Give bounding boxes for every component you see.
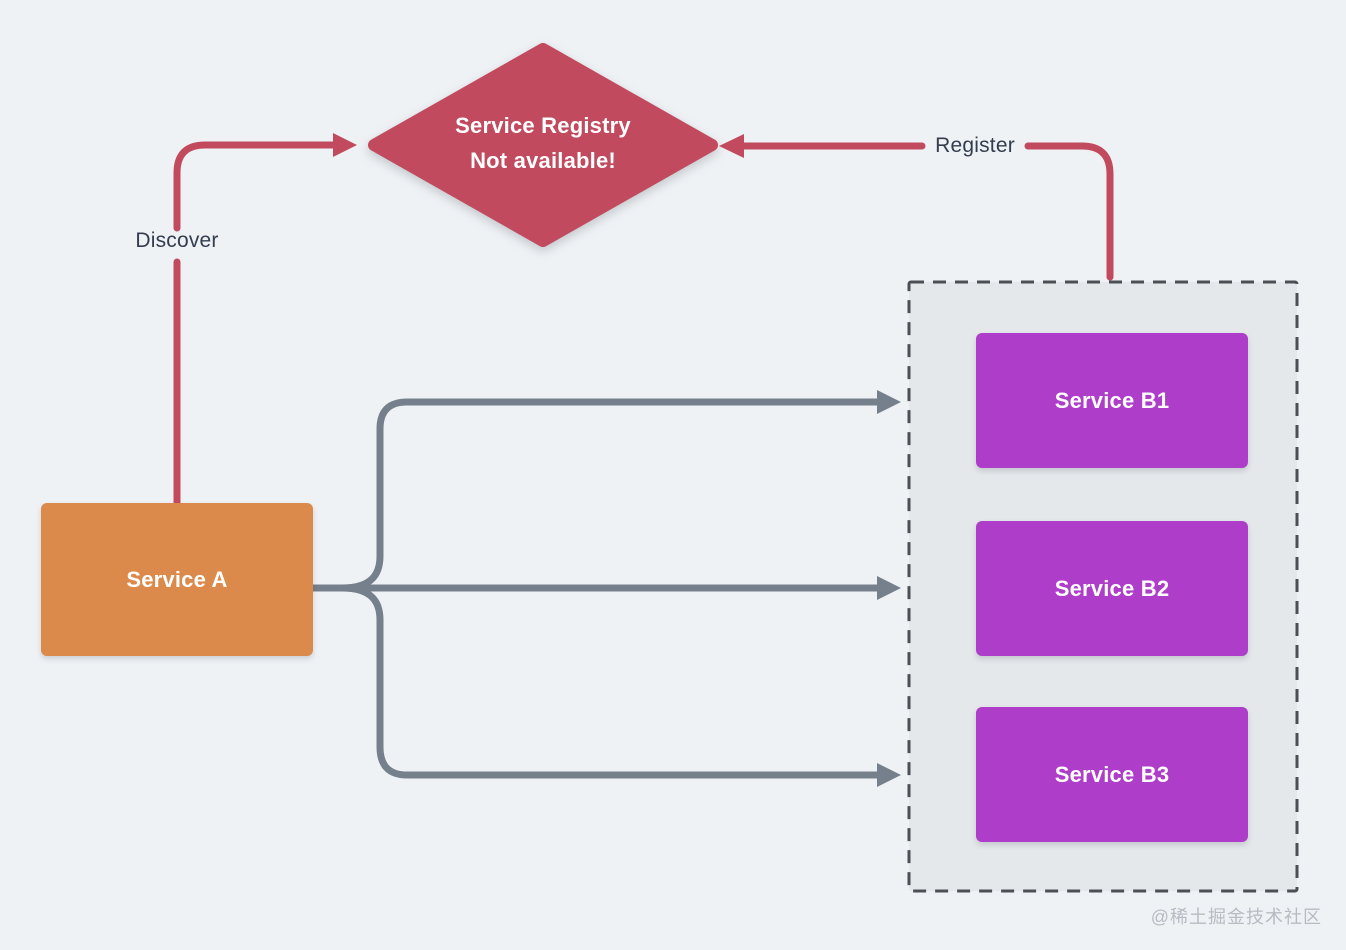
node-service-b2-label: Service B2 [1054, 575, 1170, 601]
call-arrowhead-b2-icon [877, 576, 901, 600]
node-service-b3-label: Service B3 [1054, 761, 1170, 787]
registry-diamond-label: Service Registry Not available! [393, 108, 693, 178]
register-arrowhead-icon [719, 134, 744, 158]
node-service-a: Service A [41, 503, 313, 656]
registry-label-line2: Not available! [470, 148, 616, 173]
node-service-b1: Service B1 [976, 333, 1248, 468]
node-service-b1-label: Service B1 [1054, 387, 1170, 413]
discover-connector-upper [173, 141, 338, 232]
registry-diamond-node [368, 43, 718, 247]
node-service-b3: Service B3 [976, 707, 1248, 842]
call-connector-b3 [338, 584, 882, 779]
discover-edge-label: Discover [135, 229, 219, 252]
node-service-a-label: Service A [126, 566, 228, 592]
call-arrowhead-b3-icon [877, 763, 901, 787]
call-arrowhead-b1-icon [877, 390, 901, 414]
register-edge-label: Register [935, 134, 1015, 157]
node-service-b2: Service B2 [976, 521, 1248, 656]
watermark-text: @稀土掘金技术社区 [1150, 907, 1322, 927]
registry-label-line1: Service Registry [455, 113, 631, 138]
discover-arrowhead-icon [333, 133, 357, 157]
call-connector-b1 [338, 398, 882, 592]
register-connector-right [1024, 142, 1114, 281]
